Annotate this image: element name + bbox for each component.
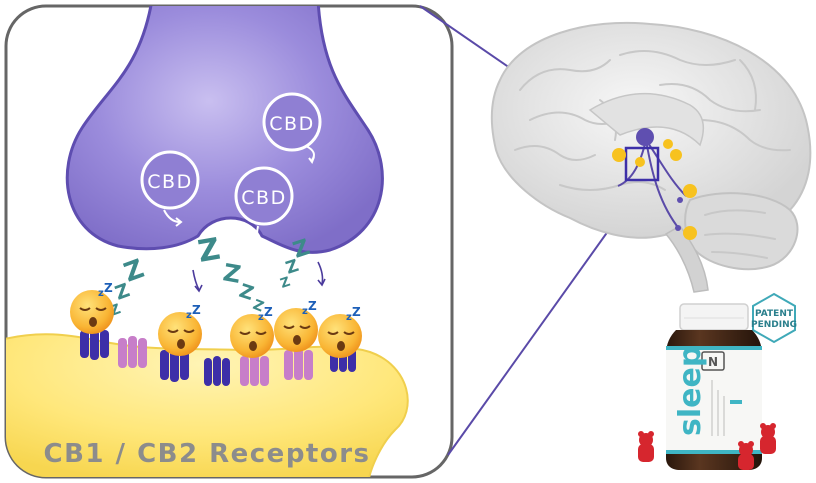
- svg-text:z: z: [98, 288, 104, 299]
- svg-text:z: z: [186, 310, 192, 321]
- cbd-label: CBD: [269, 113, 314, 135]
- cbd-label: CBD: [241, 187, 286, 209]
- gummy-bears: [638, 423, 776, 470]
- badge-line-1: PATENT: [755, 309, 794, 319]
- sleeping-face-icon: z Z: [274, 299, 318, 352]
- patent-pending-badge: PATENT PENDING: [751, 292, 797, 344]
- brain-focus-node: [636, 128, 654, 146]
- cbd-molecule-1: CBD: [262, 92, 322, 165]
- svg-text:Z: Z: [352, 305, 361, 319]
- receptor-blue-2: [160, 350, 189, 382]
- svg-text:Z: Z: [279, 275, 293, 292]
- gummy-bear-icon: [638, 431, 654, 462]
- brand-mark: N: [708, 355, 718, 369]
- receptor-pink-1: [118, 336, 147, 368]
- brain-illustration: [490, 21, 812, 293]
- receptor-caption: CB1 / CB2 Receptors: [43, 439, 370, 469]
- flow-arrows: [192, 261, 326, 293]
- cbd-molecule-2: CBD: [140, 150, 200, 227]
- receptor-blue-3: [204, 356, 230, 386]
- synapse-panel: CBD CBD CBD Z Z Z Z Z: [4, 4, 454, 479]
- sleeping-face-icon: z Z: [70, 281, 114, 334]
- brain-nodes: [612, 139, 697, 240]
- sleeping-face-icon: z Z: [230, 305, 274, 358]
- svg-text:Z: Z: [236, 280, 256, 305]
- svg-text:Z: Z: [264, 305, 273, 319]
- gummy-bear-icon: [738, 441, 754, 470]
- receptor-blue-1: [80, 330, 109, 360]
- brain-zoom-box: [624, 146, 660, 182]
- cbd-label: CBD: [147, 171, 192, 193]
- svg-text:Z: Z: [308, 299, 317, 313]
- supplement-bottle: N sleep: [666, 303, 762, 470]
- product-name: sleep: [673, 346, 708, 436]
- badge-line-2: PENDING: [751, 320, 797, 330]
- svg-text:Z: Z: [221, 258, 243, 289]
- receptor-pink-3: [284, 348, 313, 380]
- svg-text:Z: Z: [283, 256, 301, 279]
- gummy-bear-icon: [760, 423, 776, 454]
- bottle-label: [666, 346, 762, 454]
- svg-text:z: z: [302, 306, 308, 317]
- svg-text:Z: Z: [104, 281, 113, 295]
- sleeping-face-icon: z Z: [318, 305, 362, 358]
- cbd-molecule-3: CBD: [234, 166, 294, 245]
- svg-text:z: z: [258, 312, 264, 323]
- svg-text:Z: Z: [192, 303, 201, 317]
- svg-text:z: z: [346, 312, 352, 323]
- sleeping-face-icon: z Z: [158, 303, 202, 356]
- bottle-cap: [679, 303, 749, 331]
- svg-text:Z: Z: [290, 235, 313, 264]
- receptor-pink-2: [240, 354, 269, 386]
